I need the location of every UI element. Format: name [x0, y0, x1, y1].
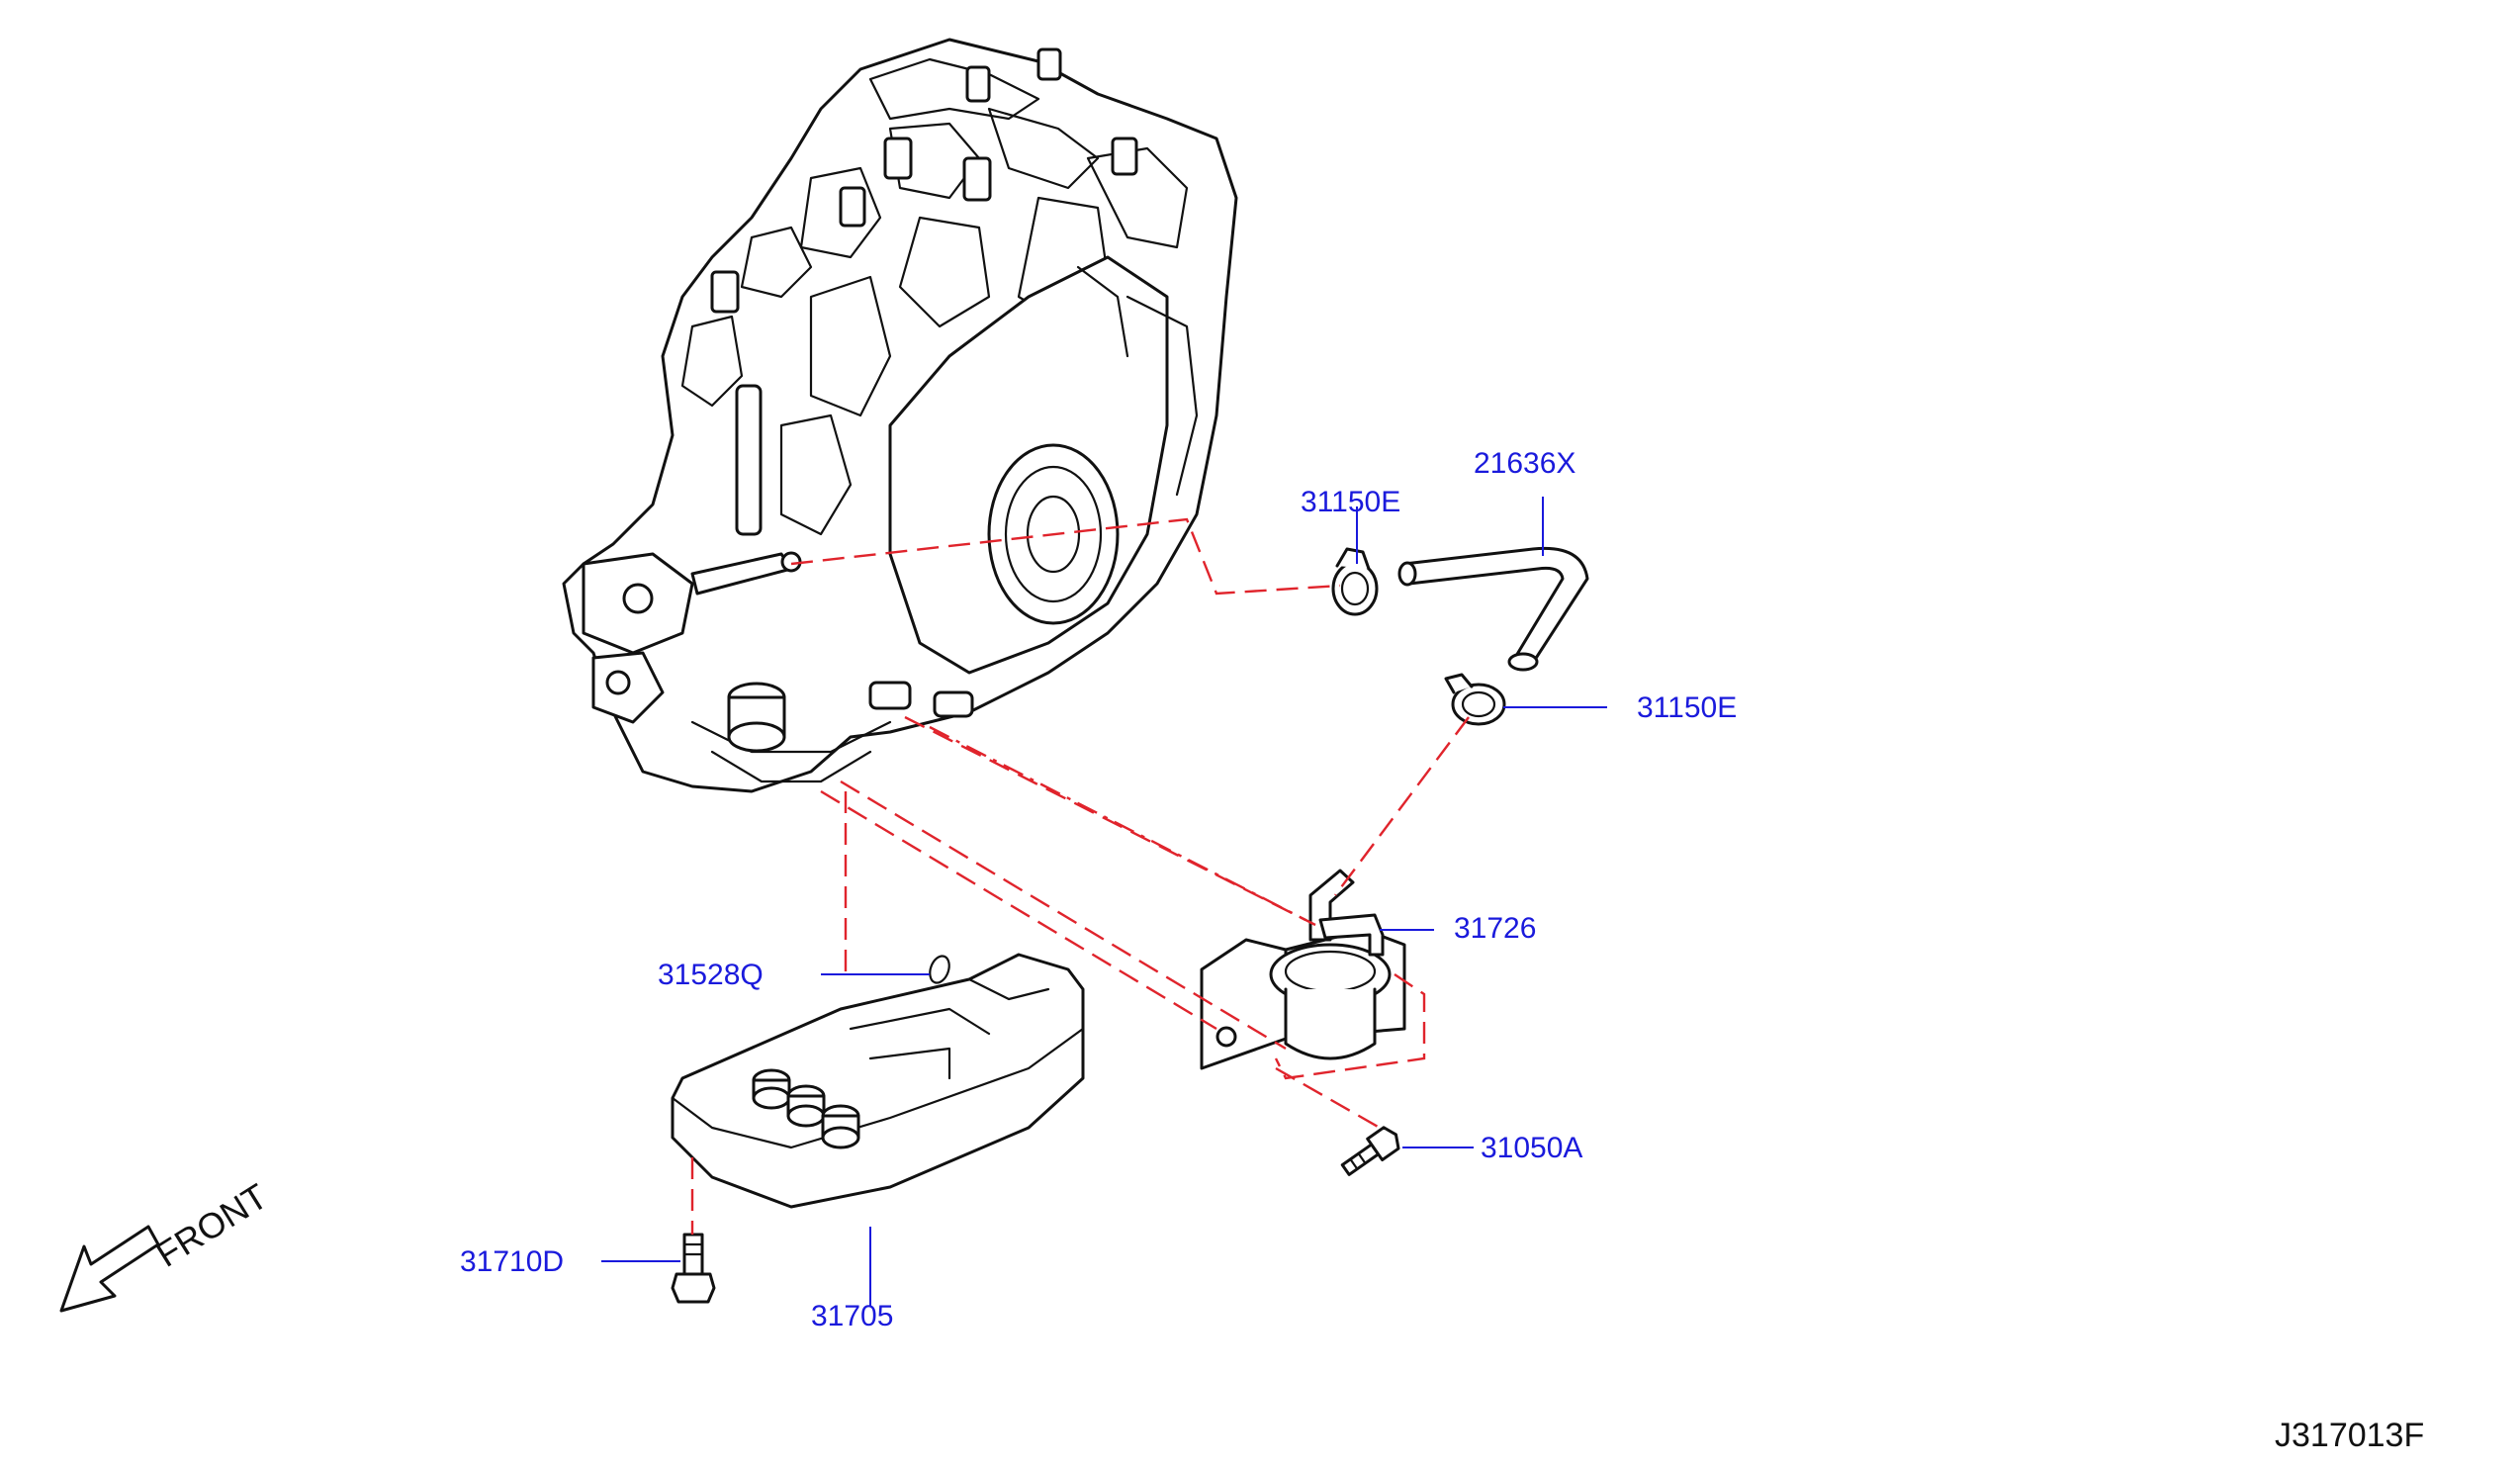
label-31705: 31705: [811, 1300, 893, 1332]
label-31150e-right: 31150E: [1637, 691, 1737, 724]
oil-cooler-31726: [1200, 869, 1426, 1080]
label-31710d: 31710D: [460, 1245, 564, 1278]
label-31726: 31726: [1454, 912, 1536, 945]
hose-21636x: [1397, 546, 1589, 672]
transmission-assembly: [562, 38, 1238, 793]
hose-clamp-upper: [1331, 547, 1379, 616]
front-label: FRONT: [149, 1175, 275, 1274]
part-labels: 21636X 31150E 31150E 31726 31528Q 31050A…: [460, 447, 1737, 1332]
leader-lines: [601, 497, 1607, 1306]
label-31150e-top: 31150E: [1301, 486, 1400, 518]
front-orientation: FRONT: [59, 1175, 275, 1313]
bolt-31710d: [671, 1233, 716, 1304]
label-21636x: 21636X: [1474, 447, 1575, 480]
hose-clamp-lower: [1444, 673, 1506, 726]
front-arrow-icon: [59, 1225, 160, 1313]
bolt-31050a: [1340, 1126, 1400, 1176]
oil-strainer-31705: [671, 953, 1085, 1209]
assembly-guide-lines: [690, 517, 1470, 1235]
o-ring-31528q: [929, 955, 950, 984]
label-31050a: 31050A: [1481, 1132, 1582, 1164]
label-31528q: 31528Q: [658, 959, 764, 991]
diagram-code: J317013F: [2275, 1417, 2424, 1454]
